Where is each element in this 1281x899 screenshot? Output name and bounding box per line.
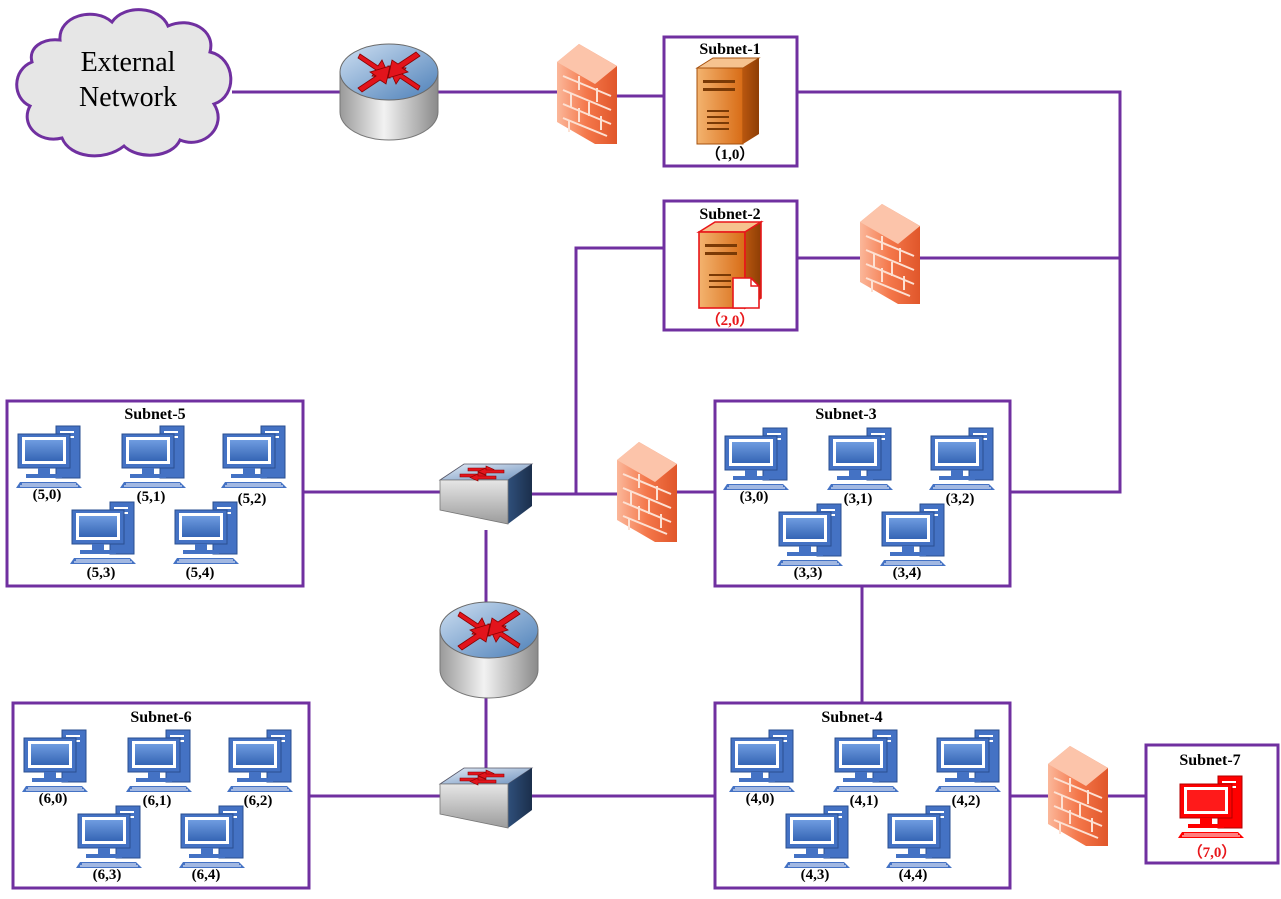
subnet-7-title: Subnet-7 (1179, 752, 1240, 769)
firewall-subnet1 (556, 43, 618, 145)
subnet-7: Subnet-7 （7,0） (1144, 743, 1280, 865)
subnet-1: Subnet-1 （1,0） (662, 35, 799, 168)
router-icon (439, 601, 539, 699)
host-label: (3,3) (794, 565, 823, 581)
compromised-server-icon (698, 221, 762, 309)
firewall-subnet3 (616, 441, 678, 543)
subnet-5: Subnet-5 (5,0) (5,1) (5,2) (5,3) (5,4) (5, 399, 305, 588)
firewall-icon (859, 203, 921, 305)
cloud-label-line1: External (81, 47, 176, 78)
host-1-0[interactable] (696, 57, 760, 145)
switch-icon (439, 463, 533, 525)
host-label: (5,3) (87, 565, 116, 581)
host-label: (3,0) (740, 489, 769, 505)
subnet-4: Subnet-4 (4,0) (4,1) (4,2) (4,3) (4,4) (713, 701, 1012, 890)
host-label: (5,1) (137, 489, 166, 505)
host-label: (6,0) (39, 791, 68, 807)
firewall-icon (616, 441, 678, 543)
server-icon (696, 57, 760, 145)
router-top (339, 43, 439, 141)
host-label: (3,1) (844, 491, 873, 507)
host-label: (6,4) (192, 867, 221, 883)
subnet-1-title: Subnet-1 (699, 41, 760, 58)
subnet-3: Subnet-3 (3,0) (3,1) (3,2) (3,3) (3,4) (713, 399, 1012, 588)
switch-icon (439, 767, 533, 829)
switch-lower (439, 767, 533, 829)
host-label: (3,2) (946, 491, 975, 507)
switch-upper (439, 463, 533, 525)
link-subnet2-switch (574, 246, 664, 494)
firewall-subnet2 (859, 203, 921, 305)
router-icon (339, 43, 439, 141)
host-label: （1,0） (706, 145, 755, 163)
host-label: (6,2) (244, 793, 273, 809)
subnet-6-title: Subnet-6 (130, 709, 191, 726)
subnet-3-title: Subnet-3 (815, 406, 876, 423)
cloud-label-line2: Network (79, 82, 177, 113)
host-label: (4,1) (850, 793, 879, 809)
subnet-5-title: Subnet-5 (124, 406, 185, 423)
host-label: （7,0） (1188, 843, 1237, 861)
subnet-4-title: Subnet-4 (821, 709, 882, 726)
link-subnet1-backbone (797, 90, 1122, 494)
subnet-6: Subnet-6 (6,0) (6,1) (6,2) (6,3) (6,4) (11, 701, 311, 890)
firewall-icon (556, 43, 618, 145)
cloud-icon (15, 8, 233, 158)
firewall-subnet7 (1047, 745, 1109, 847)
host-label: (5,2) (238, 491, 267, 507)
host-label: (4,0) (746, 791, 775, 807)
subnet-6-box (11, 701, 311, 890)
host-label: （2,0） (706, 311, 755, 329)
host-label: (5,4) (186, 565, 215, 581)
network-links (232, 90, 1146, 798)
host-2-0[interactable] (698, 221, 762, 309)
router-middle (439, 601, 539, 699)
host-label: (5,0) (33, 487, 62, 503)
host-label: (4,4) (899, 867, 928, 883)
host-label: (4,2) (952, 793, 981, 809)
host-label: (6,1) (143, 793, 172, 809)
subnet-2-title: Subnet-2 (699, 206, 760, 223)
host-label: (3,4) (893, 565, 922, 581)
host-label: (6,3) (93, 867, 122, 883)
external-network-cloud: External Network (15, 8, 233, 158)
firewall-icon (1047, 745, 1109, 847)
host-label: (4,3) (801, 867, 830, 883)
subnet-2: Subnet-2 （2,0） (662, 199, 799, 332)
subnet-4-box (713, 701, 1012, 890)
